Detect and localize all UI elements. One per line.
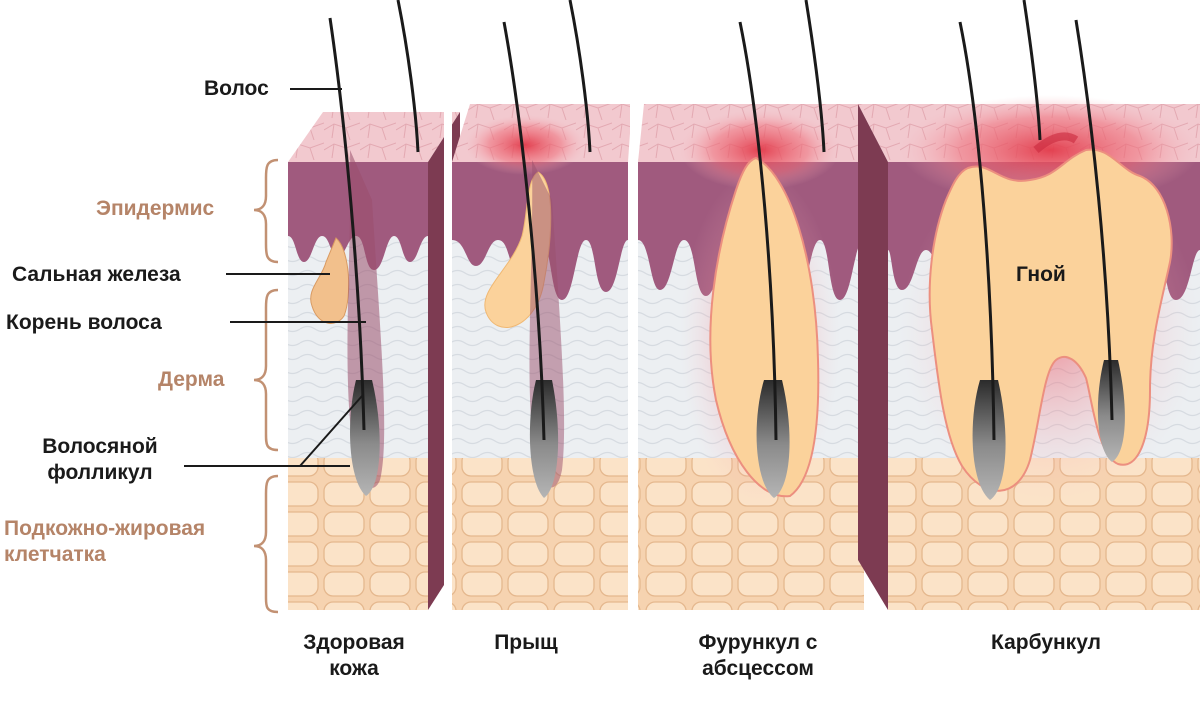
panel-furuncle bbox=[638, 0, 866, 610]
caption-healthy-skin: Здоровая кожа bbox=[303, 631, 405, 680]
panel-pimple bbox=[452, 0, 632, 610]
label-hair-root: Корень волоса bbox=[6, 311, 162, 334]
sebaceous-gland-shape bbox=[310, 237, 350, 324]
pointer-lines bbox=[184, 88, 366, 467]
label-hair: Волос bbox=[204, 77, 269, 100]
caption-carbuncle: Карбункул bbox=[991, 631, 1101, 654]
caption-furuncle: Фурункул с абсцессом bbox=[698, 631, 818, 680]
caption-pimple: Прыщ bbox=[494, 631, 558, 654]
label-pus: Гной bbox=[1016, 263, 1066, 286]
label-sebaceous-gland: Сальная железа bbox=[12, 263, 181, 286]
label-dermis: Дерма bbox=[158, 368, 225, 391]
braces bbox=[253, 158, 279, 614]
panel-healthy bbox=[288, 0, 460, 610]
label-subcutaneous: Подкожно-жировая клетчатка bbox=[4, 517, 206, 566]
label-epidermis: Эпидермис bbox=[96, 197, 215, 220]
label-hair-follicle: Волосяной фолликул bbox=[42, 435, 158, 484]
furuncle-abscess bbox=[709, 156, 820, 498]
panel-carbuncle bbox=[858, 0, 1200, 610]
